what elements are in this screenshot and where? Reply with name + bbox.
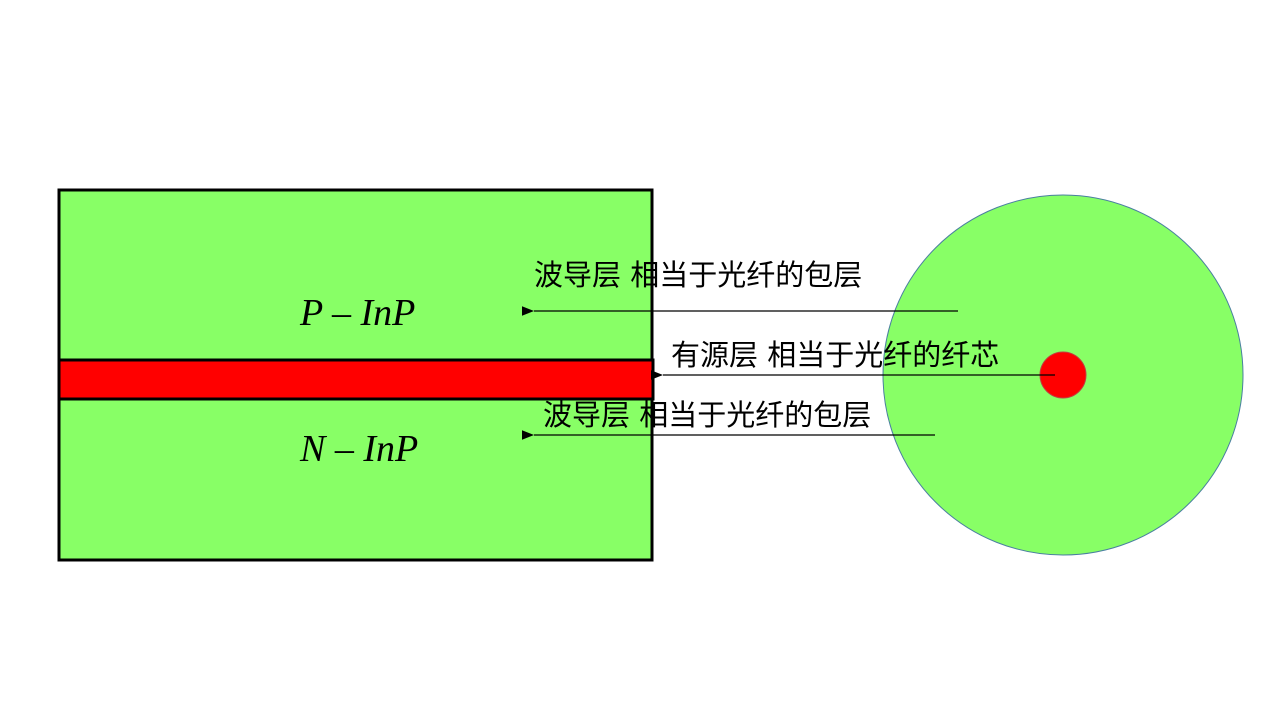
n-inp-label: N – InP: [300, 428, 419, 470]
top-annotation: 波导层 相当于光纤的包层: [534, 258, 863, 292]
p-inp-label: P – InP: [300, 292, 416, 334]
middle-annotation: 有源层 相当于光纤的纤芯: [671, 338, 1000, 372]
active-layer: [57, 358, 655, 401]
bottom-annotation: 波导层 相当于光纤的包层: [543, 398, 872, 432]
